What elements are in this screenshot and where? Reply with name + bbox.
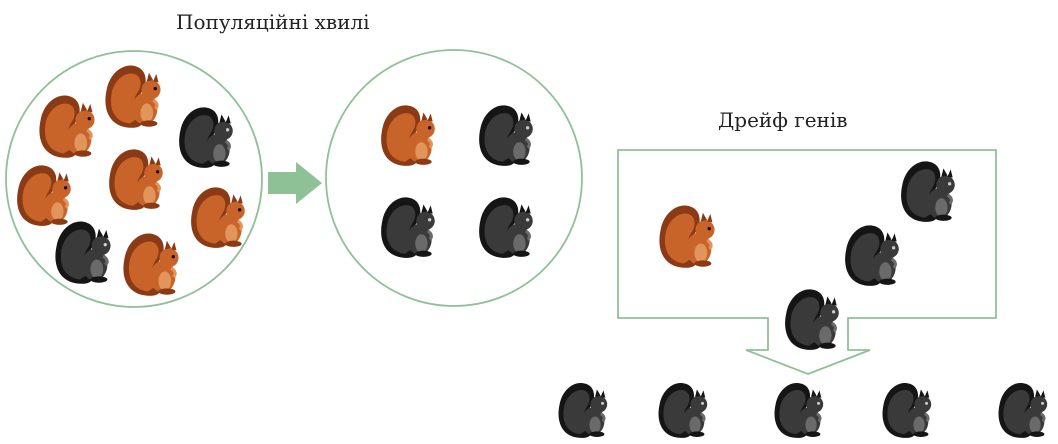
black-squirrel-icon	[379, 195, 437, 260]
black-squirrel-icon	[899, 159, 957, 224]
population-waves-title: Популяційні хвилі	[176, 10, 370, 34]
red-squirrel-icon	[15, 163, 73, 228]
black-squirrel-icon	[657, 381, 709, 440]
black-squirrel-icon	[843, 223, 901, 288]
red-squirrel-icon	[37, 93, 97, 160]
red-squirrel-icon	[379, 103, 437, 168]
black-squirrel-icon	[997, 381, 1049, 440]
red-squirrel-icon	[107, 147, 165, 212]
red-squirrel-icon	[121, 231, 181, 298]
gene-drift-box	[617, 149, 997, 375]
black-squirrel-icon	[477, 103, 535, 168]
black-squirrel-icon	[773, 381, 825, 440]
right-arrow-icon	[268, 162, 322, 204]
reduced-population-circle	[325, 49, 583, 307]
black-squirrel-icon	[881, 381, 933, 440]
black-squirrel-icon	[477, 195, 535, 260]
red-squirrel-icon	[103, 63, 163, 130]
red-squirrel-icon	[189, 185, 247, 250]
gene-drift-title: Дрейф генів	[718, 108, 848, 132]
black-squirrel-icon	[177, 105, 235, 170]
black-squirrel-icon	[557, 381, 609, 440]
red-squirrel-icon	[657, 203, 717, 270]
black-squirrel-icon	[53, 219, 113, 286]
initial-population-circle	[5, 50, 263, 308]
black-squirrel-icon	[783, 287, 841, 352]
